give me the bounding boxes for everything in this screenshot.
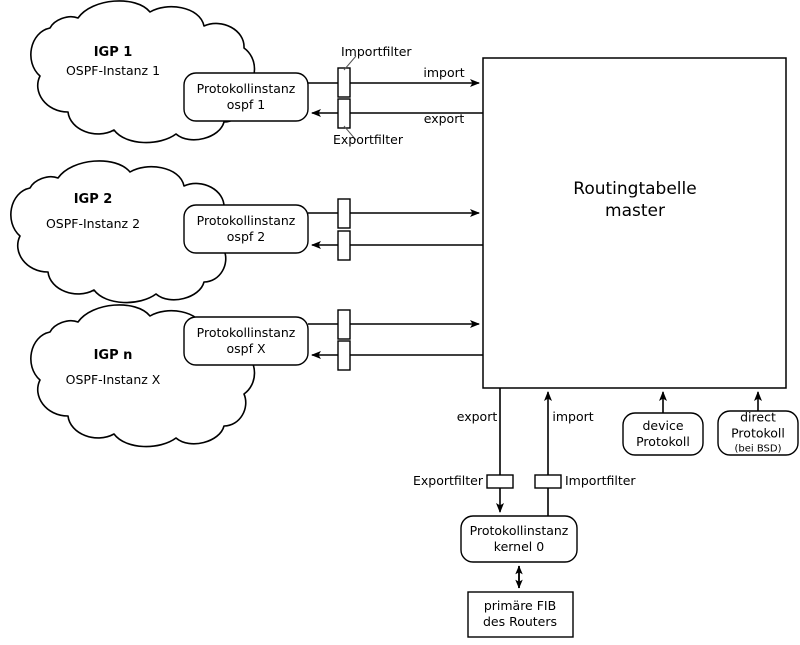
cloud-igp-n-title: IGP n <box>93 348 133 363</box>
import-flow-label-1: import <box>423 65 465 80</box>
protocol-instance-box-2 <box>183 204 309 254</box>
export-flow-label-1: export <box>423 111 465 126</box>
routing-table-master-label: Routingtabelle master <box>573 178 696 222</box>
fib-line2: des Routers <box>482 614 558 629</box>
device-protocol-box <box>622 412 704 456</box>
kernel-instance-box <box>460 515 578 563</box>
fib-line1: primäre FIB <box>483 597 557 613</box>
protocol-instance-label-2: Protokollinstanz ospf 2 <box>197 213 296 246</box>
export-filter-box-2 <box>337 230 351 261</box>
cloud-igp-1-title: IGP 1 <box>93 45 133 60</box>
kernel-instance-line1: Protokollinstanz <box>469 522 569 538</box>
cloud-igp-2-subtitle: OSPF-Instanz 2 <box>45 216 141 231</box>
routing-table-master-box <box>482 57 787 389</box>
export-filter-box-kernel <box>486 474 514 489</box>
protocol-instance-box-1 <box>183 72 309 122</box>
protocol-instance-label-3-line2: ospf X <box>226 341 266 356</box>
import-flow-label-kernel: import <box>552 409 594 424</box>
export-filter-label-kernel: Exportfilter <box>413 473 483 488</box>
cloud-igp-2 <box>10 160 236 304</box>
protocol-instance-label-1: Protokollinstanz ospf 1 <box>197 81 296 114</box>
import-filter-box-3 <box>337 309 351 340</box>
protocol-instance-label-2-line1: Protokollinstanz <box>196 212 296 228</box>
routing-table-master-line2: master <box>605 201 665 221</box>
export-flow-label-kernel: export <box>456 409 498 424</box>
protocol-instance-label-3: Protokollinstanz ospf X <box>197 325 296 358</box>
export-filter-label-1: Exportfilter <box>333 132 403 147</box>
protocol-instance-label-1-line1: Protokollinstanz <box>196 80 296 96</box>
export-filter-leader-1 <box>343 125 357 141</box>
import-filter-box-1 <box>337 67 351 98</box>
device-protocol-label: device Protokoll <box>636 418 690 451</box>
kernel-instance-line2: kernel 0 <box>493 539 545 554</box>
import-filter-box-kernel <box>534 474 562 489</box>
import-filter-box-2 <box>337 198 351 229</box>
direct-protocol-label: direct Protokoll (bei BSD) <box>731 409 785 455</box>
direct-protocol-line1: direct <box>740 409 776 425</box>
direct-protocol-line2: Protokoll <box>731 425 785 441</box>
cloud-igp-2-title: IGP 2 <box>73 192 113 207</box>
import-filter-leader-1 <box>343 55 357 71</box>
direct-protocol-box <box>717 410 799 456</box>
routing-table-master-line1: Routingtabelle <box>573 178 697 199</box>
cloud-igp-n-subtitle: OSPF-Instanz X <box>65 372 161 387</box>
direct-protocol-line3: (bei BSD) <box>734 442 782 454</box>
export-filter-box-3 <box>337 340 351 371</box>
export-filter-box-1 <box>337 98 351 129</box>
cloud-igp-1-subtitle: OSPF-Instanz 1 <box>65 63 161 78</box>
protocol-instance-label-3-line1: Protokollinstanz <box>196 324 296 340</box>
import-filter-label-kernel: Importfilter <box>565 473 636 488</box>
device-protocol-line2: Protokoll <box>636 434 690 449</box>
fib-box <box>467 591 574 638</box>
device-protocol-line1: device <box>642 417 684 433</box>
fib-label: primäre FIB des Routers <box>483 598 557 631</box>
protocol-instance-label-2-line2: ospf 2 <box>226 229 266 244</box>
protocol-instance-label-1-line2: ospf 1 <box>226 97 266 112</box>
kernel-instance-label: Protokollinstanz kernel 0 <box>470 523 569 556</box>
protocol-instance-box-3 <box>183 316 309 366</box>
import-filter-label-1: Importfilter <box>341 44 412 59</box>
